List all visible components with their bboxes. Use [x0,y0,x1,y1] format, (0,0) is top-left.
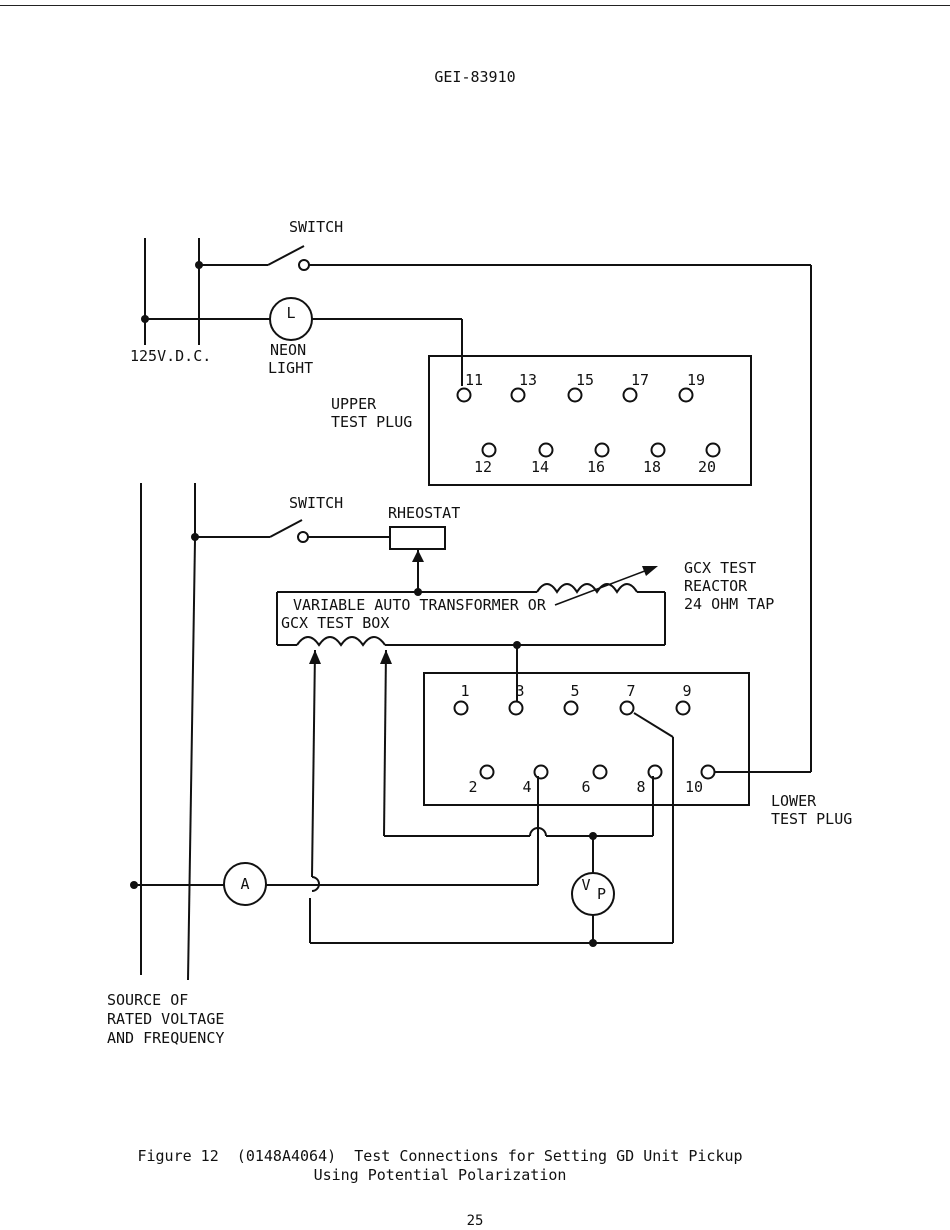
terminal-label-19: 19 [687,371,705,389]
upper-plug-label: UPPER [331,395,377,413]
top-rule [0,5,950,6]
reactor-label: GCX TEST [684,559,756,577]
dc-source-label: 125V.D.C. [130,347,211,365]
rheostat-arrow [412,550,424,562]
caption-line: Figure 12 (0148A4064) Test Connections f… [137,1147,743,1165]
terminal-10 [700,764,716,780]
terminal-15 [567,387,583,403]
terminal-label-4: 4 [522,778,531,796]
terminal-label-20: 20 [698,458,716,476]
figure-caption: Figure 12 (0148A4064) Test Connections f… [90,1147,790,1185]
terminal-9 [675,700,691,716]
transformer-coil [296,636,386,647]
terminal-label-1: 1 [460,682,469,700]
terminal-13 [510,387,526,403]
junction-dot [513,641,521,649]
ac-bus-right [187,539,196,981]
lower-plug-label: LOWER [771,792,817,810]
switch-contact [298,259,310,271]
terminal-20 [705,442,721,458]
page-number: 25 [466,1213,484,1229]
terminal-label-11: 11 [465,371,483,389]
terminal-3 [508,700,524,716]
neon-light-label: LIGHT [268,359,313,377]
terminal-14 [538,442,554,458]
source-label: SOURCE OF [107,991,188,1009]
terminal-label-18: 18 [643,458,661,476]
ammeter-symbol-letter: A [240,875,249,893]
upper-plug-body [428,355,752,486]
terminal-4 [533,764,549,780]
terminal-label-12: 12 [474,458,492,476]
upper-plug-label: TEST PLUG [331,413,412,431]
terminal-label-2: 2 [468,778,477,796]
caption-line: Using Potential Polarization [313,1166,567,1184]
terminal-label-15: 15 [576,371,594,389]
transformer-label: GCX TEST BOX [281,614,389,632]
terminal-5 [563,700,579,716]
variable-tap-arrow [554,568,651,606]
terminal-7 [619,700,635,716]
switch-label-upper: SWITCH [289,218,343,236]
lower-plug-bottom-row: 2 4 6 8 10 [468,764,716,796]
neon-symbol-letter: L [286,304,295,322]
voltmeter-symbol-letter: V [581,876,590,894]
terminal-label-6: 6 [581,778,590,796]
rheostat-label: RHEOSTAT [388,504,460,522]
terminal-11 [456,387,472,403]
terminal-18 [650,442,666,458]
lower-plug-top-row: 1 3 5 7 9 [453,682,692,716]
terminal-2 [479,764,495,780]
terminal-6 [592,764,608,780]
upper-plug-top-row: 11 13 15 17 19 [456,371,705,403]
lower-test-plug: 1 3 5 7 9 2 4 6 8 10 [423,672,750,806]
switch-label-lower: SWITCH [289,494,343,512]
terminal-label-10: 10 [685,778,703,796]
upper-test-plug: 11 13 15 17 19 12 14 16 18 20 [428,355,752,486]
dc-supply-circuit: L [141,238,812,772]
source-label: RATED VOLTAGE [107,1010,224,1028]
terminal-label-3: 3 [515,682,524,700]
upper-plug-bottom-row: 12 14 16 18 20 [474,442,721,476]
terminal-12 [481,442,497,458]
terminal-label-7: 7 [626,682,635,700]
switch-contact [297,531,309,543]
terminal-1 [453,700,469,716]
ac-supply-circuit [140,483,446,981]
neon-light-label: NEON [270,341,306,359]
measuring-circuit [130,649,811,947]
rheostat-symbol [389,526,446,550]
terminal-label-8: 8 [636,778,645,796]
lower-plug-body [423,672,750,806]
reactor-label: 24 OHM TAP [684,595,774,613]
junction-dot [414,588,422,596]
switch-blade [267,245,305,266]
terminal-label-5: 5 [570,682,579,700]
transformer-label: VARIABLE AUTO TRANSFORMER OR [293,596,547,614]
terminal-16 [594,442,610,458]
reactor-label: REACTOR [684,577,748,595]
lower-plug-label: TEST PLUG [771,810,852,828]
terminal-label-17: 17 [631,371,649,389]
terminal-label-14: 14 [531,458,549,476]
terminal-label-13: 13 [519,371,537,389]
terminal-17 [622,387,638,403]
terminal-label-16: 16 [587,458,605,476]
document-number: GEI-83910 [434,68,516,86]
terminal-19 [678,387,694,403]
terminal-label-9: 9 [682,682,691,700]
voltmeter-subscript: P [597,885,606,903]
auto-transformer [276,566,666,708]
reactor-coil [536,583,638,594]
switch-blade [269,519,303,538]
voltmeter-symbol [571,872,615,916]
source-label: AND FREQUENCY [107,1029,224,1047]
terminal-8 [647,764,663,780]
